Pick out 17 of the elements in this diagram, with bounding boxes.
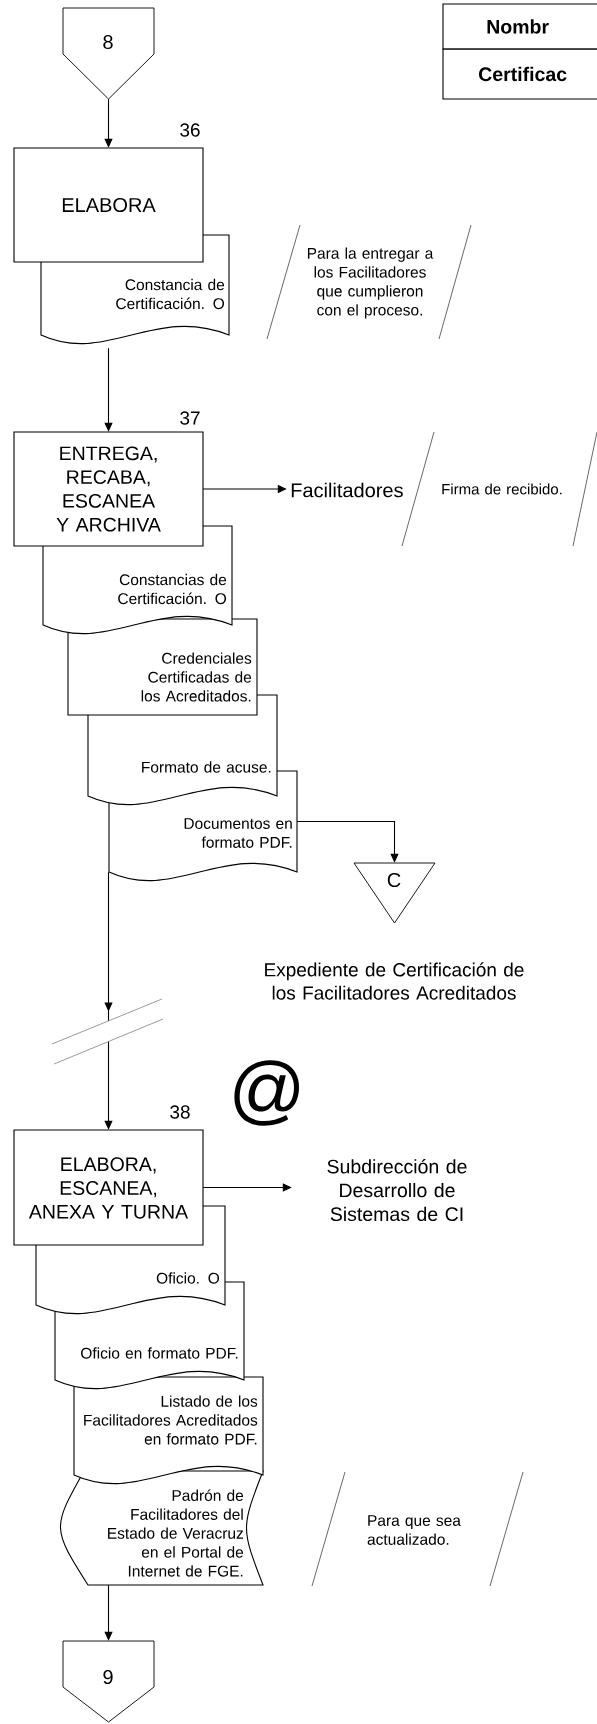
process-box: ENTREGA, RECABA, ESCANEA Y ARCHIVA — [13, 431, 204, 547]
step-number: 38 — [170, 1105, 190, 1119]
step-number: 37 — [180, 411, 200, 425]
recipient-text: Facilitadores — [291, 482, 403, 498]
annotation: Para que sea actualizado. — [311, 1471, 524, 1587]
recipient-text: Subdirección de Desarrollo de Sistemas de CI — [327, 1158, 467, 1222]
annotation: Para la entregar a los Facilitadores que cumplieron con el proceso. — [266, 224, 472, 340]
off-page-connector: 9 — [62, 1640, 155, 1723]
process-box: ELABORA — [13, 147, 204, 263]
node-label: Expediente de Certificación de los Facilitadores Acreditados — [265, 962, 524, 1000]
table-cell: Nombr — [442, 3, 597, 50]
off-page-triangle: C — [353, 862, 436, 924]
step-number: 36 — [180, 123, 200, 137]
table-cell: Certificac — [442, 48, 597, 100]
at-sign: @ — [234, 1060, 299, 1126]
process-box: ELABORA, ESCANEA, ANEXA Y TURNA — [13, 1129, 204, 1246]
off-page-connector: 8 — [62, 7, 155, 100]
